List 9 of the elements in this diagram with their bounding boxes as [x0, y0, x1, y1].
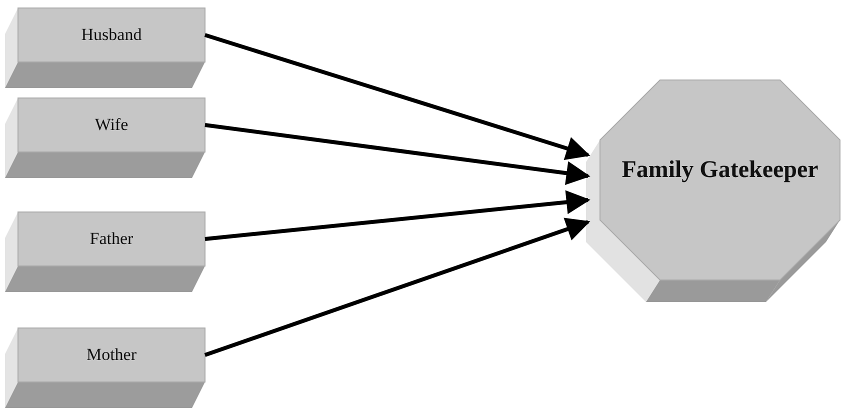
arrow [204, 123, 590, 186]
arrow [204, 33, 590, 160]
node-label: Wife [94, 114, 128, 136]
arrow [204, 190, 590, 241]
node-label: Husband [81, 24, 142, 46]
node-title: Family Gatekeeper [622, 156, 818, 185]
node-label: Mother [86, 344, 137, 366]
node-label: Father [90, 228, 134, 250]
arrow [204, 218, 590, 357]
